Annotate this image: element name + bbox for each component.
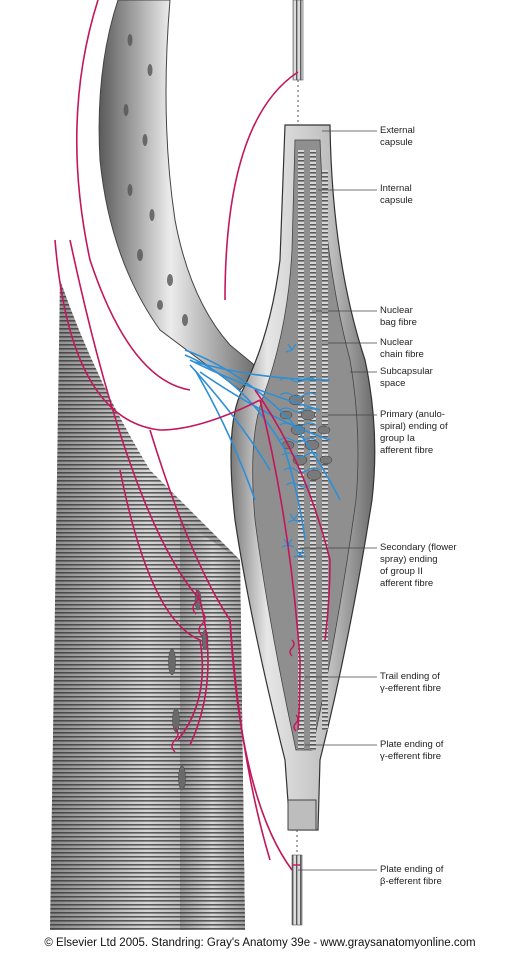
leader-lines	[298, 130, 377, 871]
label-nuclear-bag-fibre: Nuclear bag fibre	[380, 305, 417, 328]
copyright-notice: © Elsevier Ltd 2005. Standring: Gray's A…	[44, 937, 476, 949]
efferent-fibres	[54, 0, 331, 871]
label-trail-ending: Trail ending of γ-efferent fibre	[380, 671, 442, 694]
extrafusal-muscle-fibre	[50, 280, 245, 930]
label-external-capsule: External capsule	[380, 125, 415, 148]
label-nuclear-chain-fibre: Nuclear chain fibre	[380, 337, 424, 360]
nerve-trunk	[98, 0, 259, 391]
label-primary-ending: Primary (anulo- spiral) ending of group …	[380, 409, 448, 456]
label-plate-ending-beta: Plate ending of β-efferent fibre	[380, 864, 444, 887]
label-subcapsular-space: Subcapsular space	[380, 366, 433, 389]
label-plate-ending-gamma: Plate ending of γ-efferent fibre	[380, 739, 444, 762]
intrafusal-fibre-stub-bottom	[291, 830, 303, 926]
label-internal-capsule: Internal capsule	[380, 183, 413, 206]
intrafusal-fibre-stub-top	[292, 0, 304, 125]
afferent-fibres	[184, 343, 341, 558]
label-secondary-ending: Secondary (flower spray) ending of group…	[380, 542, 457, 589]
